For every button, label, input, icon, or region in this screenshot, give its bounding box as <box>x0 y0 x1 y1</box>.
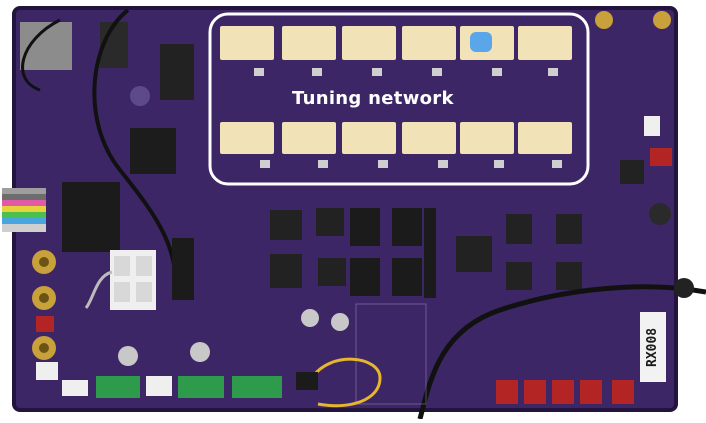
white-connector-right <box>644 116 660 136</box>
relay <box>342 26 396 60</box>
relay <box>518 122 572 154</box>
sma-connectors-left <box>32 250 56 360</box>
board-id-label: RX008 <box>645 327 660 367</box>
yellow-wire <box>310 357 382 408</box>
sma-connectors-top-right <box>595 11 671 29</box>
relay <box>342 122 396 154</box>
electrolytic-capacitors <box>118 309 349 366</box>
ribbon-cable <box>2 188 46 232</box>
ic-right-mid <box>620 160 644 184</box>
pcb-board <box>14 8 676 410</box>
relay-row-bottom <box>220 122 572 154</box>
crystal-right <box>649 203 671 225</box>
relay <box>460 122 514 154</box>
green-terminal-blocks <box>96 376 282 398</box>
red-connectors-bottom <box>496 380 634 404</box>
relay <box>518 26 572 60</box>
red-jack-top-right <box>650 148 672 166</box>
smd-row-bottom <box>260 160 562 168</box>
blue-marker <box>470 32 492 52</box>
board-id-box <box>640 312 666 382</box>
grey-wire <box>84 270 113 309</box>
black-cable-left <box>21 18 61 92</box>
white-jack-left <box>36 362 58 380</box>
relay <box>220 26 274 60</box>
smd-row-top <box>254 68 558 76</box>
ic-chip-qfp <box>130 128 176 174</box>
relay <box>282 122 336 154</box>
white-terminal-bottom <box>146 376 172 396</box>
white-connector-block <box>110 250 156 310</box>
header-pins-middle <box>350 208 436 298</box>
header-pins-center <box>172 238 194 300</box>
relay <box>402 26 456 60</box>
logo-brain <box>130 86 150 106</box>
red-jack-left <box>36 316 54 332</box>
tuning-network-label: Tuning network <box>292 88 454 109</box>
relay-row-top <box>220 26 572 60</box>
header-block-left <box>62 182 120 252</box>
cable-plug-right <box>674 278 694 298</box>
silkscreen-block <box>355 303 427 405</box>
ic-chip-1 <box>160 44 194 100</box>
black-connector-bottom <box>296 372 318 390</box>
tuning-network-outline <box>208 12 590 186</box>
relay <box>282 26 336 60</box>
ic-array-middle <box>270 208 582 290</box>
relay <box>220 122 274 154</box>
black-cable-right <box>417 284 706 420</box>
relay <box>402 122 456 154</box>
white-terminal-bottom-2 <box>62 380 88 396</box>
